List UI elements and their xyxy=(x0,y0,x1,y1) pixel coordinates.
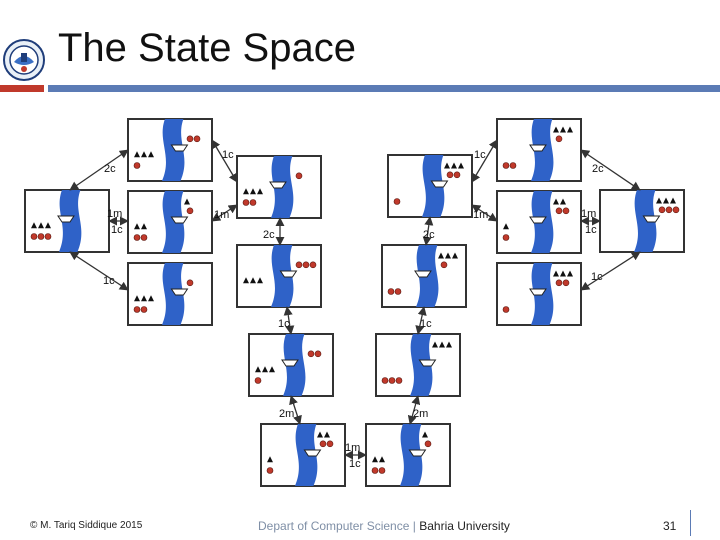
transition-arrow xyxy=(70,252,128,290)
cannibal-icon xyxy=(503,163,509,169)
state-box-b10 xyxy=(376,334,460,396)
cannibal-icon xyxy=(250,200,256,206)
state-box-b7 xyxy=(249,334,333,396)
transition-label: 2c xyxy=(263,229,275,241)
cannibal-icon xyxy=(45,234,51,240)
state-box-b11 xyxy=(382,245,466,307)
cannibal-icon xyxy=(556,136,562,142)
cannibal-icon xyxy=(255,378,261,384)
cannibal-icon xyxy=(447,172,453,178)
cannibal-icon xyxy=(243,200,249,206)
state-box-b15 xyxy=(497,263,581,325)
transition-label: 1c xyxy=(278,318,290,330)
transition-label: 1c xyxy=(585,224,597,236)
transition-label: 1m xyxy=(214,209,229,221)
cannibal-icon xyxy=(425,441,431,447)
cannibal-icon xyxy=(267,468,273,474)
transition-label: 1c xyxy=(349,458,361,470)
cannibal-icon xyxy=(395,289,401,295)
transition-arrow xyxy=(581,252,640,290)
cannibal-icon xyxy=(379,468,385,474)
transition-label: 2m xyxy=(279,408,294,420)
cannibal-icon xyxy=(38,234,44,240)
cannibal-icon xyxy=(556,208,562,214)
state-box-b5 xyxy=(237,156,321,218)
state-box-b16 xyxy=(600,190,684,252)
transition-label: 1c xyxy=(222,149,234,161)
cannibal-icon xyxy=(503,235,509,241)
cannibal-icon xyxy=(296,173,302,179)
state-box-b13 xyxy=(497,119,581,181)
state-box-b14 xyxy=(497,191,581,253)
cannibal-icon xyxy=(310,262,316,268)
transition-label: 1m xyxy=(107,208,122,220)
cannibal-icon xyxy=(396,378,402,384)
footer-divider xyxy=(690,510,691,536)
transition-label: 1c xyxy=(474,149,486,161)
cannibal-icon xyxy=(563,280,569,286)
transition-label: 1m xyxy=(581,208,596,220)
transition-label: 1c xyxy=(103,275,115,287)
cannibal-icon xyxy=(315,351,321,357)
cannibal-icon xyxy=(134,307,140,313)
cannibal-icon xyxy=(673,207,679,213)
cannibal-icon xyxy=(563,208,569,214)
cannibal-icon xyxy=(187,136,193,142)
cannibal-icon xyxy=(510,163,516,169)
cannibal-icon xyxy=(194,136,200,142)
cannibal-icon xyxy=(503,307,509,313)
cannibal-icon xyxy=(454,172,460,178)
footer-university: Bahria University xyxy=(419,519,510,533)
cannibal-icon xyxy=(394,199,400,205)
transition-arrow xyxy=(472,140,497,182)
footer-separator: | xyxy=(413,519,416,533)
transition-label: 2c xyxy=(592,163,604,175)
transition-label: 2c xyxy=(104,163,116,175)
transition-arrow xyxy=(70,150,128,190)
cannibal-icon xyxy=(666,207,672,213)
page-number: 31 xyxy=(663,519,676,533)
cannibal-icon xyxy=(31,234,37,240)
transition-label: 1c xyxy=(591,271,603,283)
cannibal-icon xyxy=(327,441,333,447)
state-box-b1 xyxy=(25,190,109,252)
state-box-b2 xyxy=(128,119,212,181)
cannibal-icon xyxy=(134,235,140,241)
cannibal-icon xyxy=(141,307,147,313)
cannibal-icon xyxy=(141,235,147,241)
transition-arrow xyxy=(581,150,640,190)
cannibal-icon xyxy=(372,468,378,474)
transition-label: 1c xyxy=(420,318,432,330)
state-box-b12 xyxy=(388,155,472,217)
cannibal-icon xyxy=(441,262,447,268)
state-box-b9 xyxy=(366,424,450,486)
transition-label: 2m xyxy=(413,408,428,420)
cannibal-icon xyxy=(659,207,665,213)
cannibal-icon xyxy=(389,378,395,384)
transition-label: 2c xyxy=(423,229,435,241)
footer-author: © M. Tariq Siddique 2015 xyxy=(30,520,142,531)
cannibal-icon xyxy=(134,163,140,169)
footer-department: Depart of Computer Science | Bahria Univ… xyxy=(258,519,510,533)
transition-arrow xyxy=(212,140,237,182)
state-box-b6 xyxy=(237,245,321,307)
cannibal-icon xyxy=(388,289,394,295)
cannibal-icon xyxy=(303,262,309,268)
cannibal-icon xyxy=(382,378,388,384)
transition-label: 1m xyxy=(345,442,360,454)
cannibal-icon xyxy=(308,351,314,357)
transition-label: 1m xyxy=(473,209,488,221)
cannibal-icon xyxy=(296,262,302,268)
state-box-b8 xyxy=(261,424,345,486)
state-box-b3 xyxy=(128,191,212,253)
cannibal-icon xyxy=(187,208,193,214)
footer-dept-text: Depart of Computer Science xyxy=(258,519,409,533)
cannibal-icon xyxy=(187,280,193,286)
cannibal-icon xyxy=(556,280,562,286)
state-box-b4 xyxy=(128,263,212,325)
cannibal-icon xyxy=(320,441,326,447)
transition-label: 1c xyxy=(111,224,123,236)
